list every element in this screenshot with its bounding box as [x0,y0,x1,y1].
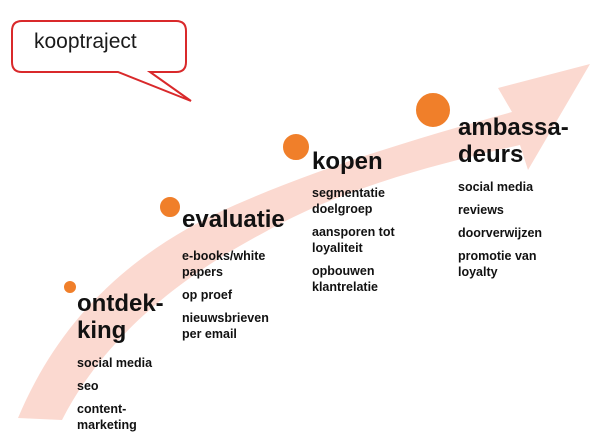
stage-list-item: social media [458,180,534,194]
stage-title-line: king [77,317,127,344]
stage-list-ontdekking: social media seo content-marketing [77,355,152,440]
stage-list-ambassadeurs: social media reviews doorverwijzen promotie… [458,179,542,287]
stage-list-item: op proef [182,288,232,302]
stage-dot-ambassadeurs [414,91,452,129]
stage-title-ambassadeurs: ambassa-deurs [458,114,569,168]
stage-list-item: reviews [458,203,504,217]
stage-title-line: evaluatie [182,206,285,233]
callout-bubble [11,20,192,102]
stage-title-ontdekking: ontdek-king [77,290,164,344]
stage-dot-evaluatie [158,195,182,219]
stage-title-kopen: kopen [312,148,383,175]
journey-arrow [18,64,590,420]
stage-title-evaluatie: evaluatie [182,206,285,233]
stage-title-line: ambassa- [458,114,569,141]
callout-label: kooptraject [34,30,137,53]
stage-list-item: social media [77,356,153,370]
stage-list-item: content-marketing [77,402,137,432]
stage-title-line: ontdek- [77,290,164,317]
stage-list-item: seo [77,379,99,393]
stage-title-line: kopen [312,148,383,175]
stage-title-line: deurs [458,141,524,168]
stage-list-item: doorverwijzen [458,226,543,240]
stage-dot-kopen [281,132,311,162]
stage-dot-ontdekking [62,279,78,295]
